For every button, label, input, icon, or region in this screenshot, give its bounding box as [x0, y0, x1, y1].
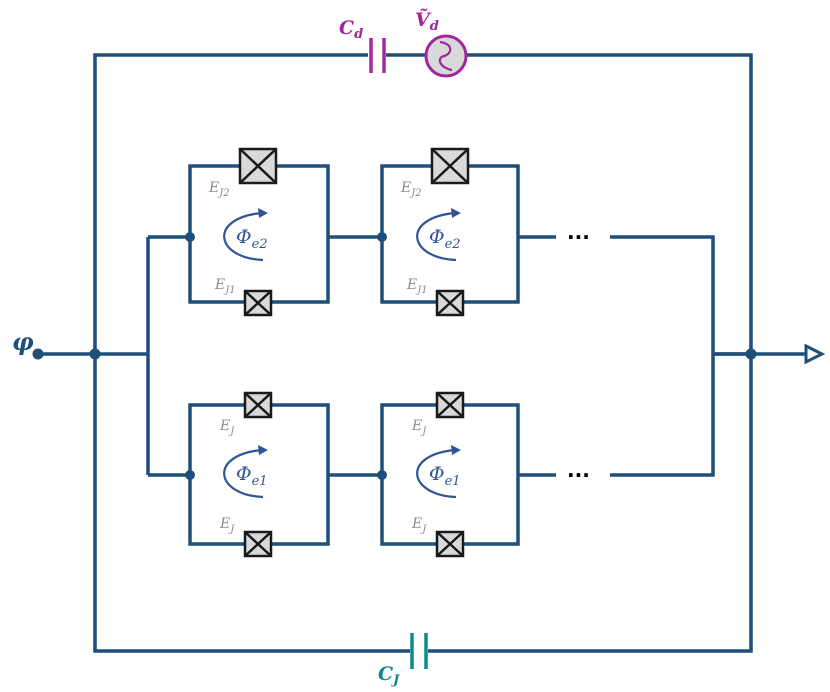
drive-capacitor-icon: [369, 38, 386, 73]
flux-phi-e2-label: Φe2: [236, 226, 268, 252]
branch-combiner: [610, 235, 751, 477]
junction-ej1-icon: [435, 289, 465, 317]
output-terminal: [712, 343, 826, 365]
branch-splitter: [95, 235, 190, 477]
junction-ej2-icon: [430, 147, 470, 185]
flux-phi-e1-label: Φe1: [236, 463, 268, 489]
ej-label: EJ: [219, 418, 235, 437]
outer-loop: [93, 53, 753, 653]
flux-phi-e1-label: Φe1: [429, 463, 461, 489]
flux-arrow-icon: [416, 445, 461, 499]
input-terminal: φ: [12, 327, 101, 360]
bottom-squid-2: EJ EJ Φe1: [377, 391, 520, 558]
junction-ej-icon: [435, 391, 465, 419]
drive-capacitor-label: Cd: [339, 17, 363, 42]
input-phase-label: φ: [12, 327, 34, 356]
flux-phi-e2-label: Φe2: [429, 226, 461, 252]
flux-arrow-icon: [416, 208, 461, 262]
junction-ej-icon: [435, 530, 465, 558]
top-squid-2: EJ2 EJ1 Φe2: [377, 147, 520, 317]
drive-source-label: Ṽd: [415, 8, 439, 34]
ej-label: EJ: [411, 418, 427, 437]
ej1-label: EJ1: [406, 277, 428, 296]
top-ellipsis: ···: [567, 225, 590, 249]
junction-ej2-icon: [238, 147, 278, 185]
ej1-label: EJ1: [214, 277, 236, 296]
flux-arrow-icon: [223, 445, 268, 499]
ej2-label: EJ2: [208, 180, 230, 199]
junction-ej-icon: [243, 391, 273, 419]
junction-ej1-icon: [243, 289, 273, 317]
bottom-squid-1: EJ EJ Φe1: [185, 391, 330, 558]
ej-label: EJ: [219, 516, 235, 535]
shunt-capacitor-icon: [410, 633, 428, 669]
shunt-capacitor-label: CJ: [378, 663, 400, 688]
junction-ej-icon: [243, 530, 273, 558]
ej-label: EJ: [411, 516, 427, 535]
ej2-label: EJ2: [400, 180, 422, 199]
bottom-ellipsis: ···: [567, 463, 590, 487]
flux-arrow-icon: [223, 208, 268, 262]
ac-source-icon: [424, 34, 468, 78]
top-squid-1: EJ2 EJ1 Φe2: [185, 147, 330, 317]
